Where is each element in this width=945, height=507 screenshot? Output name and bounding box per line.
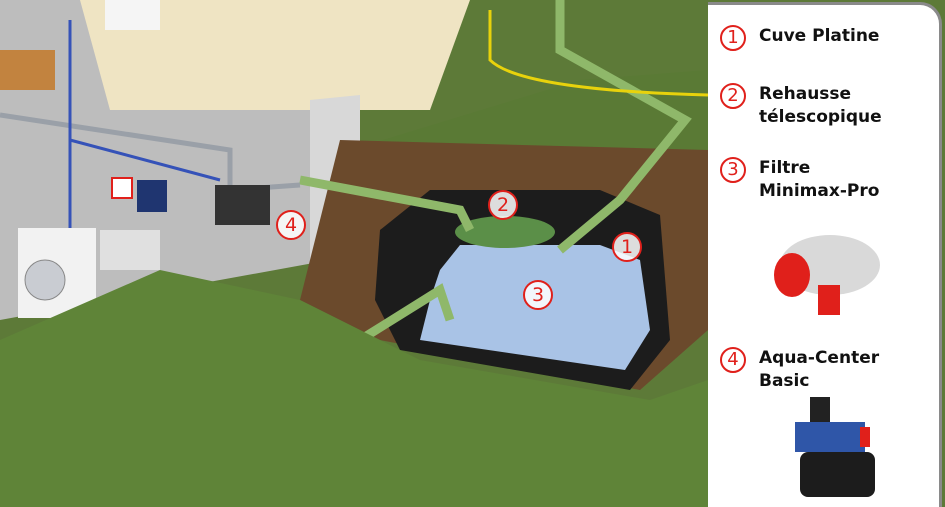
legend-number: 4 [720, 347, 746, 373]
legend-number: 2 [720, 83, 746, 109]
label-line: Aqua-Center [759, 348, 880, 368]
pump-unit [215, 185, 270, 225]
bathroom-floor [80, 0, 470, 110]
warning-sign [137, 180, 167, 212]
marker-1: 1 [612, 232, 642, 262]
no-drinking-sign [111, 177, 133, 199]
blue-pipes [68, 20, 221, 260]
toilet [105, 0, 160, 30]
label-line: télescopique [759, 107, 882, 127]
marker-3: 3 [523, 280, 553, 310]
label-line: Cuve Platine [759, 26, 880, 46]
legend-label: Cuve Platine [759, 25, 879, 48]
overflow-pipe [357, 283, 455, 344]
legend-panel: 1 Cuve Platine 2 Rehausse télescopique 3 … [708, 2, 942, 507]
sink [100, 230, 160, 270]
legend-label: Rehausse télescopique [759, 83, 882, 129]
lawn-back [350, 70, 708, 200]
pump-product-image [795, 397, 875, 497]
label-line: Filtre [759, 158, 811, 178]
legend-item-cuve-platine: 1 Cuve Platine [720, 25, 879, 51]
marker-4: 4 [276, 210, 306, 240]
label-line: Rehausse [759, 84, 852, 104]
suction-pipe [299, 175, 475, 233]
downpipe [555, 0, 692, 254]
telescopic-riser [455, 216, 555, 248]
wood-deck [0, 50, 55, 90]
label-line: Basic [759, 371, 810, 391]
washing-machine-door [24, 259, 66, 301]
legend-number: 3 [720, 157, 746, 183]
yellow-cable [488, 10, 709, 97]
lawn-front [0, 270, 708, 507]
legend-item-rehausse: 2 Rehausse télescopique [720, 83, 882, 129]
filter-product-image [774, 235, 880, 315]
marker-2: 2 [488, 190, 518, 220]
legend-number: 1 [720, 25, 746, 51]
label-line: Minimax-Pro [759, 181, 880, 201]
